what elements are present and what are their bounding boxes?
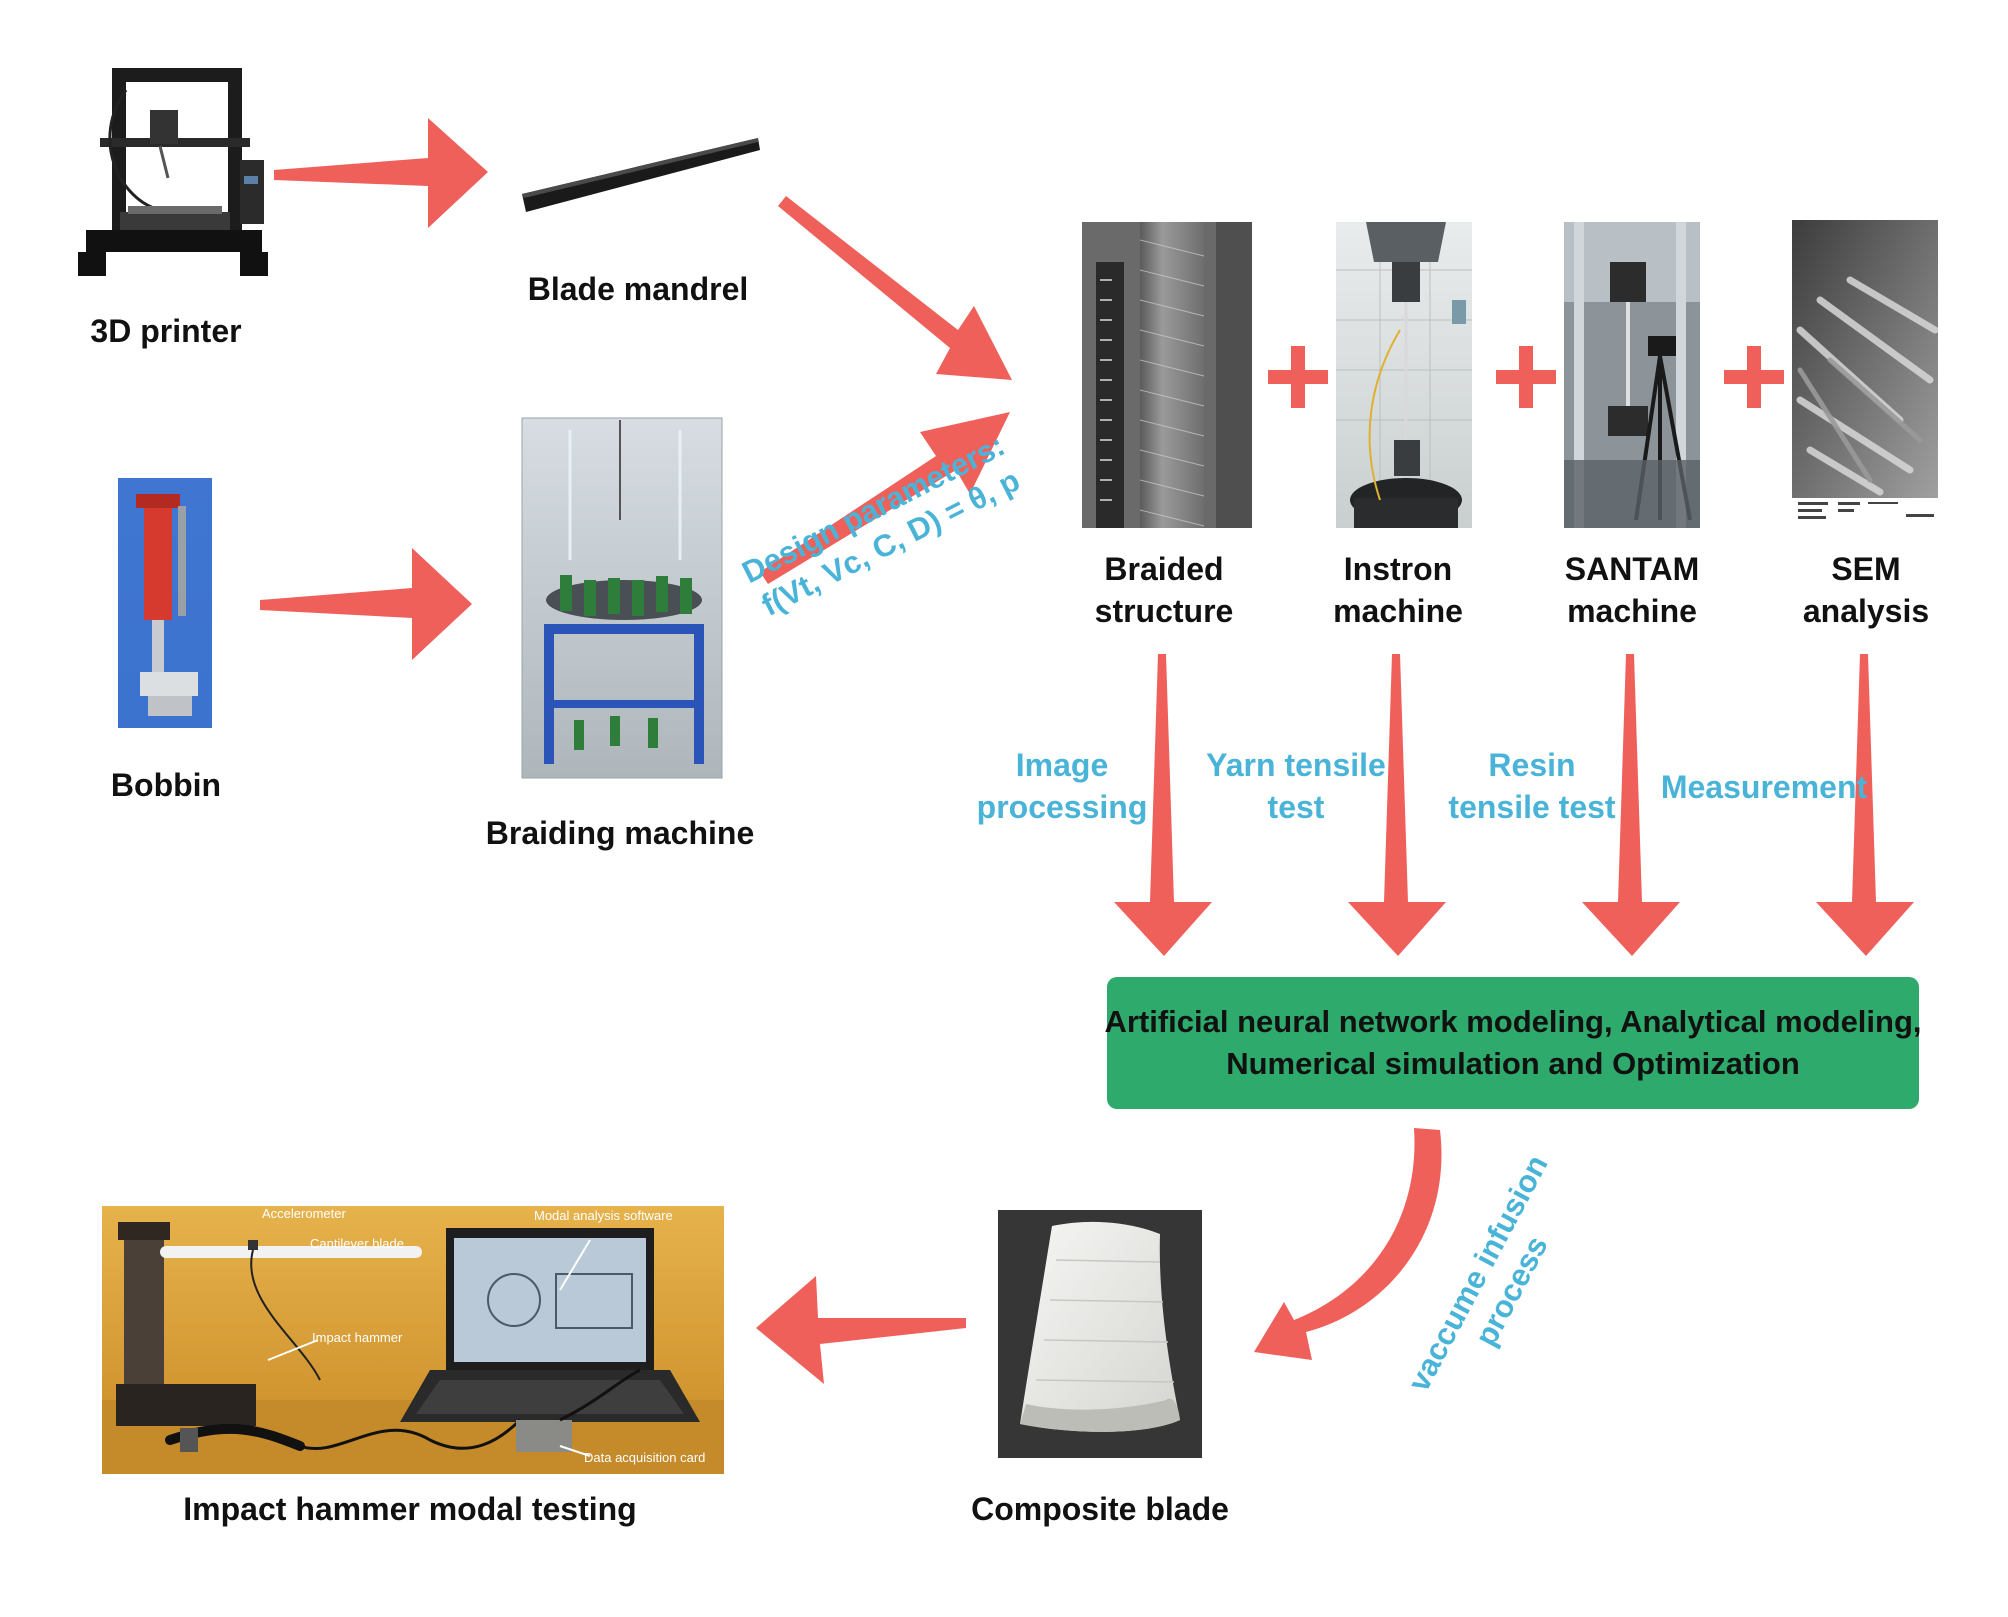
3d-printer-icon xyxy=(78,68,268,276)
arrow-blade-to-modal xyxy=(756,1276,966,1384)
label-yarn-tensile-test: Yarn tensile test xyxy=(1206,747,1386,825)
annotation-daq-card: Data acquisition card xyxy=(584,1450,706,1465)
santam-machine-icon xyxy=(1564,222,1700,528)
label-blade-mandrel: Blade mandrel xyxy=(527,271,749,307)
composite-blade-icon xyxy=(998,1210,1202,1458)
arrow-down-sem xyxy=(1816,654,1914,956)
label-bobbin: Bobbin xyxy=(110,767,222,803)
arrow-printer-to-mandrel xyxy=(274,118,488,228)
braiding-machine-icon xyxy=(521,417,723,779)
label-impact-hammer-modal-testing: Impact hammer modal testing xyxy=(183,1491,637,1527)
flow-arrows xyxy=(260,118,1914,1384)
label-santam-machine: SANTAM machine xyxy=(1564,551,1700,629)
blade-mandrel-icon xyxy=(522,138,760,212)
arrow-down-braided xyxy=(1114,654,1212,956)
arrow-bobbin-to-braider xyxy=(260,548,472,660)
braided-structure-icon xyxy=(1082,222,1252,528)
annotation-modal-software: Modal analysis software xyxy=(534,1208,673,1223)
label-image-processing: Image processing xyxy=(976,747,1148,825)
label-measurement: Measurement xyxy=(1660,769,1868,805)
arrow-box-to-blade xyxy=(1254,1128,1442,1360)
modeling-box-line2: Numerical simulation and Optimization xyxy=(1226,1046,1800,1081)
arrow-down-santam xyxy=(1582,654,1680,956)
modeling-box-line1: Artificial neural network modeling, Anal… xyxy=(1104,1004,1922,1039)
arrow-mandrel-to-braided xyxy=(778,196,1012,380)
bobbin-icon xyxy=(118,478,212,728)
label-braided-structure: Braided structure xyxy=(1094,551,1234,629)
arrow-down-instron xyxy=(1348,654,1446,956)
sem-image-icon xyxy=(1792,220,1939,522)
label-composite-blade: Composite blade xyxy=(971,1491,1229,1527)
label-braiding-machine: Braiding machine xyxy=(485,815,755,851)
annotation-cantilever-blade: Cantilever blade xyxy=(310,1236,404,1251)
label-sem-analysis: SEM analysis xyxy=(1802,551,1930,629)
label-instron-machine: Instron machine xyxy=(1333,551,1463,629)
modal-test-setup-icon xyxy=(102,1206,724,1474)
annotation-accelerometer: Accelerometer xyxy=(262,1206,346,1221)
modeling-box: Artificial neural network modeling, Anal… xyxy=(1104,977,1922,1109)
label-resin-tensile-test: Resin tensile test xyxy=(1448,747,1616,825)
label-3d-printer: 3D printer xyxy=(90,313,242,349)
plus-signs xyxy=(1268,346,1784,408)
arrow-braider-to-braided xyxy=(760,412,1010,584)
instron-machine-icon xyxy=(1336,222,1472,528)
annotation-impact-hammer: Impact hammer xyxy=(312,1330,403,1345)
